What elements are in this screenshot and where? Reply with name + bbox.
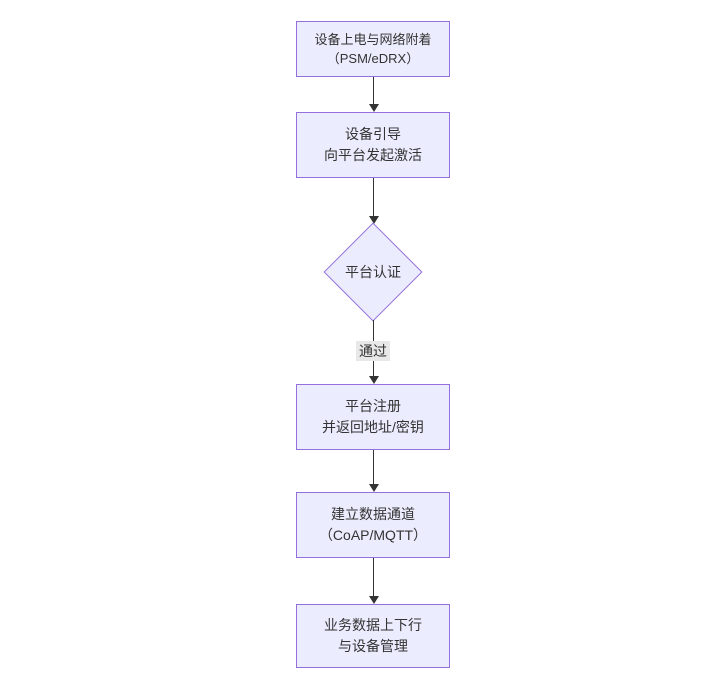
flow-node-register: 平台注册 并返回地址/密钥: [296, 384, 450, 450]
arrowhead-icon: [368, 376, 379, 384]
node-text-line: 平台认证: [345, 264, 401, 280]
arrow-shaft: [373, 178, 374, 216]
node-text-line: （PSM/eDRX）: [326, 51, 420, 66]
arrowhead-icon: [368, 216, 379, 224]
edge-arrow: [368, 558, 379, 604]
edge-arrow: [368, 450, 379, 492]
node-text-line: 平台注册: [345, 398, 401, 414]
flow-node-business-mgmt: 业务数据上下行 与设备管理: [296, 604, 450, 668]
decision-node-platform-auth: 平台认证: [323, 222, 423, 322]
arrow-shaft: [373, 77, 374, 104]
arrowhead-icon: [368, 104, 379, 112]
node-text-line: 业务数据上下行: [324, 617, 422, 633]
node-text-line: 建立数据通道: [331, 506, 415, 522]
arrowhead-icon: [368, 596, 379, 604]
flow-node-power-attach: 设备上电与网络附着 （PSM/eDRX）: [296, 21, 450, 77]
edge-arrow: [368, 178, 379, 224]
node-text-line: 并返回地址/密钥: [322, 419, 424, 435]
flow-node-data-channel: 建立数据通道 （CoAP/MQTT）: [296, 492, 450, 558]
arrow-shaft: [373, 558, 374, 596]
node-text-line: （CoAP/MQTT）: [318, 527, 428, 543]
node-text-line: 设备上电与网络附着: [314, 32, 432, 47]
arrowhead-icon: [368, 484, 379, 492]
edge-arrow: [368, 77, 379, 112]
node-text-line: 向平台发起激活: [324, 147, 422, 163]
node-text-line: 设备引导: [345, 126, 401, 142]
node-text-line: 与设备管理: [338, 638, 408, 654]
flow-node-bootstrap: 设备引导 向平台发起激活: [296, 112, 450, 178]
edge-label-pass: 通过: [356, 341, 390, 361]
arrow-shaft: [373, 450, 374, 484]
